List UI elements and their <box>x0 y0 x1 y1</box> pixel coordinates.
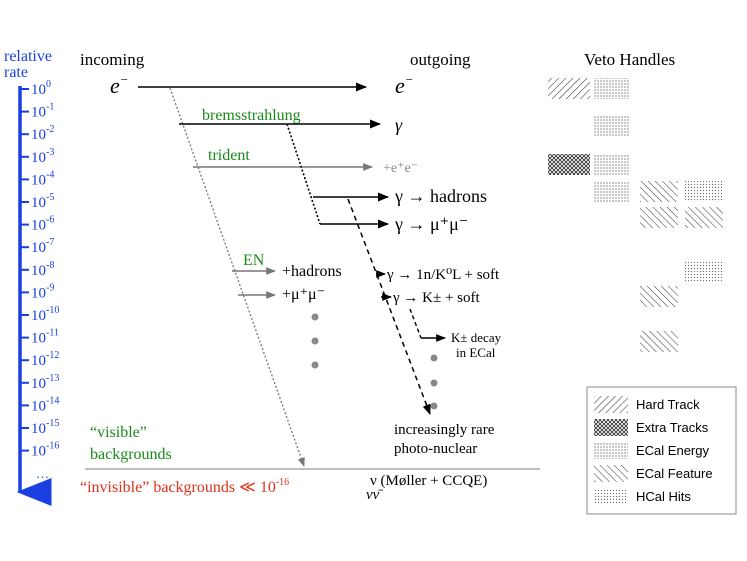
rate-axis-tick-label: 10-14 <box>31 395 59 414</box>
gamma-mumu-label: γ → μ⁺μ⁻ <box>394 214 468 234</box>
outgoing-header: outgoing <box>410 50 471 69</box>
en-mumu-label: +μ⁺μ⁻ <box>282 286 325 303</box>
veto-patch-ecal-feature <box>685 207 723 228</box>
rate-axis-tick-label: 10-16 <box>31 441 59 460</box>
visible-backgrounds-label-1: “visible” <box>90 424 147 441</box>
en-continuation-dot <box>311 337 319 345</box>
kaon-decay-dashed-line <box>409 308 422 339</box>
incoming-header: incoming <box>80 50 145 69</box>
legend-label: HCal Hits <box>636 489 691 504</box>
neutrino-label-2: νν̄ <box>366 487 383 503</box>
pn-continuation-dot <box>430 402 438 410</box>
pn-continuation-dot <box>430 354 438 362</box>
rate-axis-tick-label: 10-11 <box>31 328 59 347</box>
rare-label-1: increasingly rare <box>394 422 495 438</box>
veto-patch-ecal-feature <box>640 286 678 307</box>
legend-swatch-hcal <box>594 488 628 505</box>
rate-axis-tick-label: 10-8 <box>31 260 54 279</box>
rate-axis-tick-label: 10-4 <box>31 169 54 188</box>
rate-axis-tick-label: 10-7 <box>31 237 54 256</box>
ee-pair-label: +e⁺e⁻ <box>383 161 418 176</box>
rate-axis-tick-label: 100 <box>31 79 51 98</box>
gamma-neutron-label: γ → 1n/K⁰L + soft <box>386 267 500 283</box>
pn-continuation-dot <box>430 379 438 387</box>
rate-axis-tick-label: 10-5 <box>31 192 54 211</box>
axis-label-rate: rate <box>4 64 28 81</box>
legend-label: ECal Energy <box>636 443 709 458</box>
rate-axis-tick-label: 10-6 <box>31 215 54 234</box>
rate-axis-tick-label: 10-2 <box>31 124 54 143</box>
veto-patch-ecal-energy <box>593 181 630 202</box>
photonuclear-dashed-line <box>347 198 431 415</box>
brems-label: bremsstrahlung <box>202 107 301 124</box>
trident-label: trident <box>208 147 250 164</box>
kaon-decay-label-1: K± decay <box>451 330 502 345</box>
en-label: EN <box>243 252 265 269</box>
veto-header: Veto Handles <box>584 50 675 69</box>
legend-swatch-ecal-feature <box>594 465 628 482</box>
veto-patch-ecal-energy <box>593 115 630 136</box>
legend-label: ECal Feature <box>636 466 713 481</box>
rate-axis-tick-label: 10-3 <box>31 147 54 166</box>
neutrino-label-1: ν (Møller + CCQE) <box>370 473 487 489</box>
rate-axis-tick-label: 10-1 <box>31 102 54 121</box>
veto-patch-hcal-hits <box>685 261 723 282</box>
rare-label-2: photo-nuclear <box>394 441 477 457</box>
veto-patch-ecal-feature <box>640 331 678 352</box>
veto-patch-hcal-hits <box>685 181 723 202</box>
invisible-diagonal-line <box>169 87 305 467</box>
en-continuation-dot <box>311 313 319 321</box>
veto-patch-ecal-feature <box>640 207 678 228</box>
legend-swatch-ecal-energy <box>594 442 628 459</box>
legend-label: Extra Tracks <box>636 420 709 435</box>
outgoing-electron-label: e− <box>395 72 414 98</box>
en-hadrons-label: +hadrons <box>282 263 342 280</box>
veto-patch-ecal-energy <box>593 78 630 99</box>
gamma-hadrons-label: γ → hadrons <box>394 186 487 206</box>
legend-swatch-extra <box>594 419 628 436</box>
en-continuation-dot <box>311 361 319 369</box>
gamma-kaon-label: γ → K± + soft <box>392 290 480 306</box>
axis-ellipsis: … <box>36 466 49 481</box>
rate-axis-tick-label: 10-9 <box>31 282 54 301</box>
invisible-backgrounds-label: “invisible” backgrounds ≪ 10-16 <box>80 477 289 496</box>
veto-patch-ecal-energy <box>593 154 630 175</box>
kaon-decay-label-2: in ECal <box>456 345 496 360</box>
legend-label: Hard Track <box>636 397 700 412</box>
axis-label-relative: relative <box>4 48 52 65</box>
legend-swatch-hard <box>594 396 628 413</box>
veto-patch-hard-track <box>548 78 590 99</box>
rate-axis-tick-label: 10-10 <box>31 305 59 324</box>
rate-axis-tick-label: 10-15 <box>31 418 59 437</box>
gamma-label: γ <box>395 115 403 135</box>
incoming-electron-label: e− <box>110 72 129 98</box>
rate-axis-ticks: 100 10-1 10-2 10-3 10-4 10-5 10-6 10-7 10-8 10-9 1… <box>20 79 59 460</box>
rate-axis-tick-label: 10-13 <box>31 373 59 392</box>
photon-branch-line <box>286 123 321 225</box>
veto-patch-ecal-feature <box>640 181 678 202</box>
visible-backgrounds-label-2: backgrounds <box>90 446 172 463</box>
veto-patch-extra-tracks <box>548 154 590 175</box>
rate-axis-tick-label: 10-12 <box>31 350 59 369</box>
